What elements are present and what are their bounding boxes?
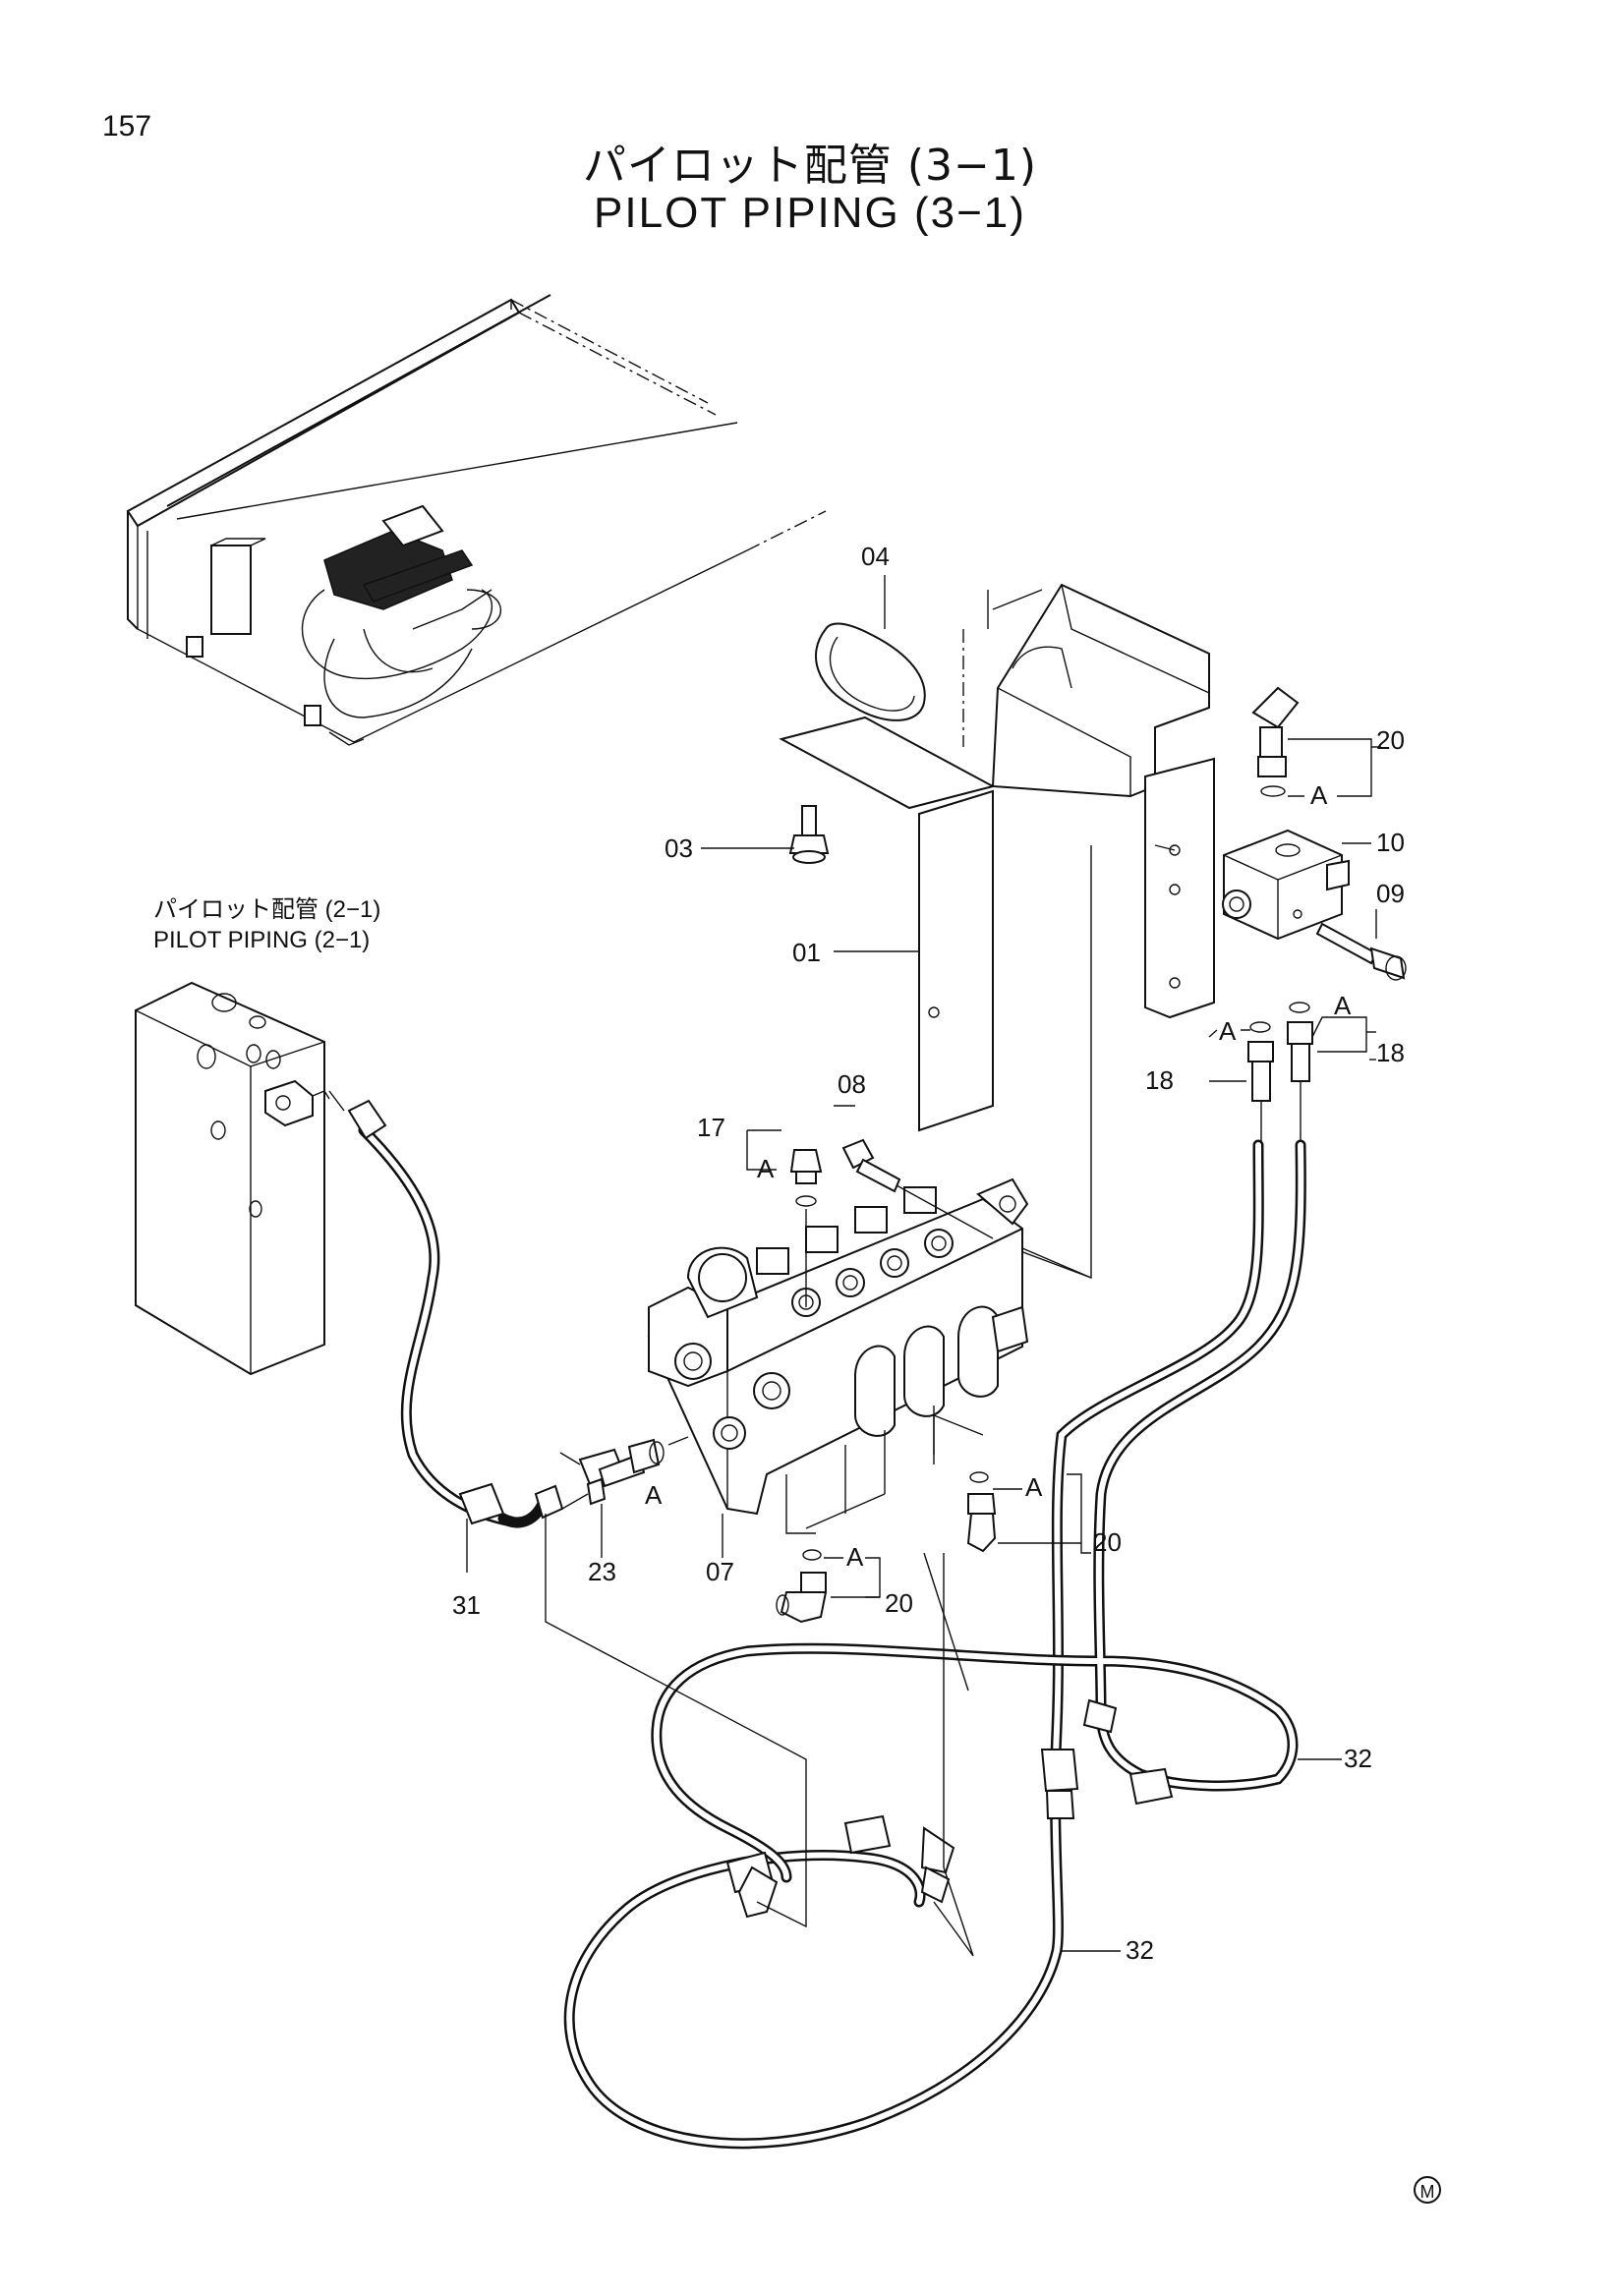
callout-18-right: 18	[1376, 1038, 1405, 1067]
callout-20-top: 20	[1376, 725, 1405, 755]
reference-label-english: PILOT PIPING (2−1)	[153, 927, 370, 953]
connectors-18	[1247, 1002, 1313, 1145]
callout-03: 03	[665, 833, 693, 863]
callout-32-upper: 32	[1344, 1744, 1372, 1773]
bolt-08	[841, 1138, 994, 1239]
block-10	[1222, 686, 1350, 941]
control-valve-07	[647, 1177, 1092, 1534]
callout-31: 31	[452, 1590, 481, 1620]
callout-08: 08	[838, 1069, 866, 1099]
machine-overview-illustration	[126, 294, 827, 746]
callout-23: 23	[588, 1557, 616, 1586]
fitting-23	[559, 1436, 689, 1510]
callout-leader-lines	[466, 575, 1381, 1952]
callout-18-left: 18	[1145, 1065, 1174, 1095]
marker-a-right: A	[1334, 991, 1352, 1020]
bracket-01	[779, 583, 1215, 1280]
callout-01: 01	[792, 938, 821, 967]
plug-17	[789, 1149, 823, 1307]
page-title-english: PILOT PIPING (3−1)	[594, 189, 1026, 237]
elbows-20-lower	[776, 1471, 997, 1624]
reference-pilot-block	[135, 981, 330, 1376]
callout-07: 07	[706, 1557, 734, 1586]
hose-31	[328, 1090, 564, 1528]
callout-20-bottom: 20	[885, 1588, 913, 1618]
callout-10: 10	[1376, 828, 1405, 857]
callout-09: 09	[1376, 879, 1405, 908]
callout-20-right: 20	[1093, 1527, 1122, 1557]
marker-a-plug: A	[757, 1154, 775, 1183]
marker-a-top: A	[1310, 780, 1328, 810]
marker-a-elbow-right: A	[1025, 1472, 1043, 1502]
bolt-09	[1315, 922, 1407, 981]
footer-mark-letter: M	[1420, 2182, 1435, 2202]
hoses-32	[545, 1139, 1306, 2150]
marker-a-fitting: A	[645, 1480, 663, 1510]
callout-32-lower: 32	[1126, 1935, 1154, 1965]
marker-a-left: A	[1219, 1016, 1237, 1046]
page-title-japanese: パイロット配管 (3−1)	[582, 141, 1038, 191]
page-number: 157	[102, 110, 152, 143]
footer-mark: M	[1414, 2176, 1441, 2204]
bolt-03	[788, 805, 830, 864]
reference-label-japanese: パイロット配管 (2−1)	[153, 896, 380, 923]
seal-04	[815, 622, 926, 721]
marker-a-elbow-bottom: A	[846, 1542, 864, 1572]
callout-17: 17	[697, 1113, 725, 1142]
callout-04: 04	[861, 542, 890, 571]
